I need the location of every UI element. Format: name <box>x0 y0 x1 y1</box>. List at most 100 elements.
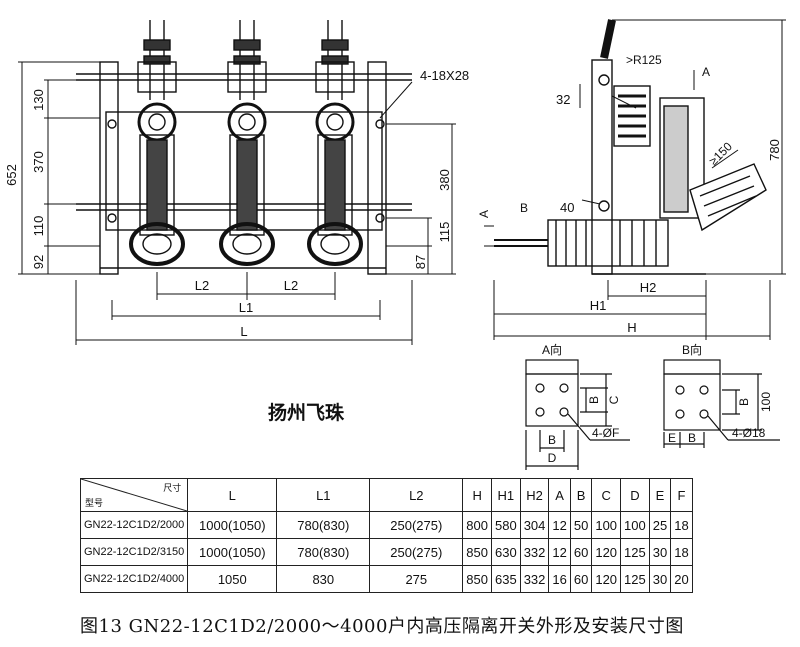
dim-115: 115 <box>437 222 452 243</box>
header-h: H <box>462 478 492 512</box>
table-row: GN22-12C1D2/4000 1050 830 275 850 635 33… <box>79 565 693 593</box>
cell-h2: 304 <box>519 511 550 539</box>
section-mark-b-side: B <box>520 201 528 215</box>
header-l: L <box>187 478 278 512</box>
cell-h: 850 <box>462 538 492 566</box>
table-corner-cell: 尺寸 型号 <box>79 478 189 512</box>
cell-e: 30 <box>648 565 672 593</box>
dim-l1: L1 <box>239 300 253 315</box>
section-mark-a-top: A <box>702 65 710 79</box>
table-row: GN22-12C1D2/3150 1000(1050) 780(830) 250… <box>79 538 693 566</box>
dim-h: H <box>627 320 636 335</box>
cell-c: 120 <box>591 538 622 566</box>
cell-h: 850 <box>462 565 492 593</box>
header-l2: L2 <box>369 478 464 512</box>
header-l1: L1 <box>276 478 371 512</box>
cell-h1: 635 <box>491 565 521 593</box>
model-cell: GN22-12C1D2/4000 <box>79 565 189 593</box>
cell-l2: 250(275) <box>369 538 464 566</box>
model-cell: GN22-12C1D2/3150 <box>79 538 189 566</box>
model-cell: GN22-12C1D2/2000 <box>79 511 189 539</box>
dim-370: 370 <box>31 151 46 173</box>
dim-l2-left: L2 <box>195 278 209 293</box>
front-view-labels: 652 130 370 110 92 380 87 115 L2 L2 L1 L… <box>4 68 469 339</box>
front-view-structure <box>76 20 412 275</box>
corner-label-model: 型号 <box>85 498 104 508</box>
figure-caption: 图13 GN22-12C1D2/2000～4000户内高压隔离开关外形及安装尺寸… <box>80 616 684 637</box>
detail-a-view <box>525 359 630 470</box>
cell-l1: 780(830) <box>276 538 371 566</box>
header-b: B <box>569 478 593 512</box>
dim-r125: >R125 <box>626 53 662 67</box>
dim-87: 87 <box>413 255 428 269</box>
dim-92: 92 <box>31 255 46 269</box>
cell-l1: 830 <box>276 565 371 593</box>
detail-b-hole: 4-Ø18 <box>732 426 766 440</box>
dim-h2: H2 <box>640 280 657 295</box>
corner-label-dimension: 尺寸 <box>163 483 182 493</box>
dim-40: 40 <box>560 200 574 215</box>
technical-drawing: 652 130 370 110 92 380 87 115 L2 L2 L1 L… <box>4 19 786 470</box>
dim-130: 130 <box>31 89 46 111</box>
detail-a-b-dim: B <box>587 396 601 404</box>
header-c: C <box>591 478 622 512</box>
hole-callout: 4-18X28 <box>420 68 469 83</box>
header-h2: H2 <box>519 478 550 512</box>
header-d: D <box>620 478 650 512</box>
detail-b-view <box>663 359 780 448</box>
detail-b-b-bottom: B <box>688 431 696 445</box>
header-e: E <box>648 478 672 512</box>
cell-f: 18 <box>670 538 693 566</box>
cell-f: 20 <box>670 565 693 593</box>
dim-h1: H1 <box>590 298 607 313</box>
cell-f: 18 <box>670 511 693 539</box>
dim-110: 110 <box>31 216 46 237</box>
detail-b-labels: B向 B 100 E B 4-Ø18 <box>668 342 773 445</box>
table-header-row: 尺寸 型号 L L1 L2 H H1 H2 A B C D E F <box>79 478 693 512</box>
cell-l: 1050 <box>187 565 278 593</box>
header-f: F <box>670 478 693 512</box>
side-view-dimension-lines <box>484 19 786 340</box>
cell-c: 120 <box>591 565 622 593</box>
cell-a: 12 <box>548 538 571 566</box>
dim-652: 652 <box>4 164 19 186</box>
dim-32: 32 <box>556 92 570 107</box>
cell-h2: 332 <box>519 538 550 566</box>
cell-l: 1000(1050) <box>187 511 278 539</box>
detail-a-hole: 4-ØF <box>592 426 619 440</box>
side-view-structure <box>494 19 767 275</box>
cell-b: 60 <box>569 538 593 566</box>
detail-a-d-dim: D <box>548 451 557 465</box>
cell-d: 125 <box>620 538 650 566</box>
cell-l1: 780(830) <box>276 511 371 539</box>
cell-h2: 332 <box>519 565 550 593</box>
cell-h1: 630 <box>491 538 521 566</box>
header-h1: H1 <box>491 478 521 512</box>
dim-150: ≥150 <box>706 139 735 168</box>
detail-a-labels: A向 B C B D 4-ØF <box>542 342 621 465</box>
cell-b: 60 <box>569 565 593 593</box>
cell-l2: 250(275) <box>369 511 464 539</box>
detail-b-e-dim: E <box>668 431 676 445</box>
cell-a: 12 <box>548 511 571 539</box>
cell-b: 50 <box>569 511 593 539</box>
cell-h1: 580 <box>491 511 521 539</box>
detail-a-c-dim: C <box>607 395 621 404</box>
detail-a-title: A向 <box>542 342 562 357</box>
cell-h: 800 <box>462 511 492 539</box>
front-view-dimension-lines <box>18 61 456 345</box>
cell-e: 25 <box>648 511 672 539</box>
dim-780: 780 <box>767 139 782 161</box>
dim-380: 380 <box>437 169 452 191</box>
section-mark-a-side: A <box>477 210 491 218</box>
cell-d: 125 <box>620 565 650 593</box>
cell-e: 30 <box>648 538 672 566</box>
header-a: A <box>548 478 571 512</box>
cell-l2: 275 <box>369 565 464 593</box>
detail-b-b-dim: B <box>737 398 751 406</box>
detail-b-title: B向 <box>682 342 702 357</box>
cell-a: 16 <box>548 565 571 593</box>
dimensions-table: 尺寸 型号 L L1 L2 H H1 H2 A B C D E F GN22-1… <box>79 478 693 593</box>
detail-b-100-dim: 100 <box>759 392 773 412</box>
cell-l: 1000(1050) <box>187 538 278 566</box>
